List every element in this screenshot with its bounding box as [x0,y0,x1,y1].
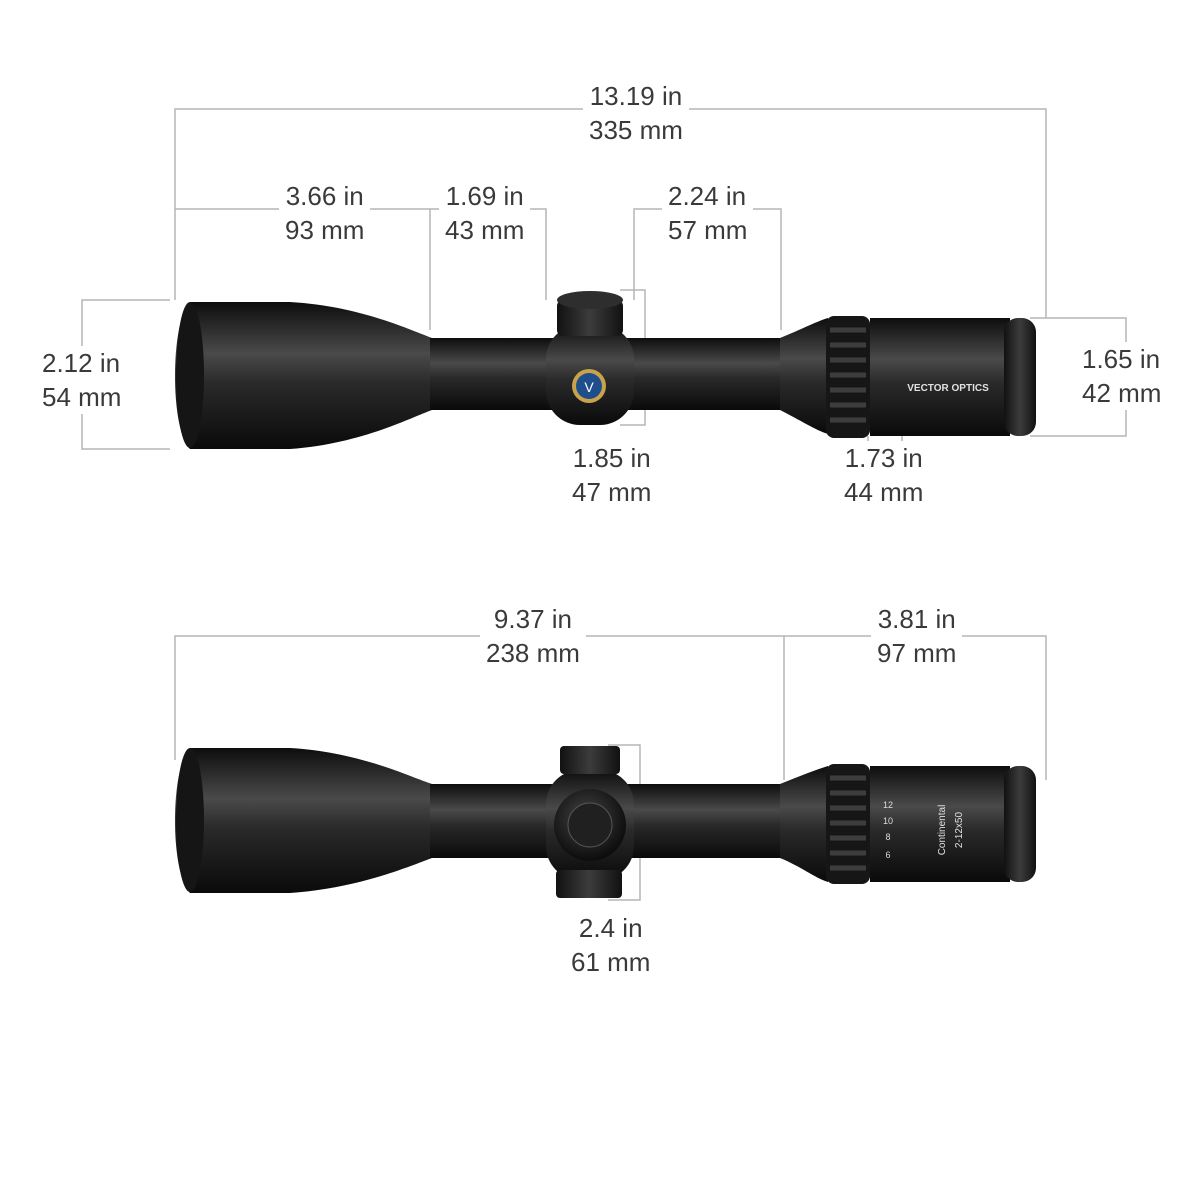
power-scale-label: 8 [885,832,890,842]
rear-tube-length-imperial: 2.24 in [668,181,747,211]
power-scale-label: 10 [883,816,893,826]
overall-length-imperial: 13.19 in [589,81,683,111]
power-ring-width-imperial: 1.73 in [844,443,923,473]
windage-knob-side[interactable] [556,870,622,898]
front-tube-length-metric: 43 mm [445,215,525,245]
brand-badge-letter: V [584,379,594,395]
power-ring-grips-side [830,775,866,871]
objective-bell [175,302,432,449]
power-ring-width-label: 1.73 in 44 mm [838,441,930,509]
eyepiece-housing-side [870,766,1010,882]
body-length-metric: 238 mm [486,638,580,668]
power-scale-side: 6 8 10 12 [883,800,893,860]
elevation-knob[interactable] [557,300,623,336]
main-tube-front [430,338,560,410]
eyepiece-rubber-cup-side [1004,766,1036,882]
body-length-label: 9.37 in 238 mm [480,602,586,670]
body-length-imperial: 9.37 in [493,604,572,634]
turret-width-label: 1.85 in 47 mm [566,441,658,509]
turret-height-label: 2.4 in 61 mm [565,911,657,979]
eyepiece-taper [780,318,828,434]
objective-bell-length-metric: 93 mm [285,215,365,245]
objective-diameter-imperial: 2.12 in [42,348,121,378]
scope-top-view: V 3 4 5 6 8 VECTOR OPTICS [81,108,1127,450]
objective-bell-length-imperial: 3.66 in [285,181,364,211]
side-focus-knob-inner [567,802,613,848]
model-name: Continental [937,805,948,856]
eyepiece-length-label: 3.81 in 97 mm [871,602,963,670]
eyepiece-diameter-label: 1.65 in 42 mm [1076,342,1168,410]
eyepiece-housing [870,318,1010,436]
front-tube-length-imperial: 1.69 in [445,181,524,211]
power-ring-grips [830,327,866,423]
objective-diameter-metric: 54 mm [42,382,122,412]
rear-tube-length-metric: 57 mm [668,215,748,245]
overall-length-label: 13.19 in 335 mm [583,79,689,147]
model-spec: 2-12x50 [954,811,965,848]
brand-badge-inner [576,373,602,399]
overall-length-metric: 335 mm [589,115,683,145]
turret-height-metric: 61 mm [571,947,651,977]
turret-width-imperial: 1.85 in [572,443,651,473]
eyepiece-length-imperial: 3.81 in [877,604,956,634]
objective-bell-side [175,748,432,893]
objective-diameter-label: 2.12 in 54 mm [36,346,128,414]
brand-text: VECTOR OPTICS [907,383,989,394]
objective-lens-rim-side [176,748,204,892]
power-ring-width-metric: 44 mm [844,477,924,507]
scope-side-view: 6 8 10 12 Continental 2-12x50 [174,635,1047,901]
power-scale-label: 12 [883,800,893,810]
turret-height-imperial: 2.4 in [578,913,643,943]
eyepiece-rubber-cup [1004,318,1036,436]
objective-bell-length-label: 3.66 in 93 mm [279,179,371,247]
elevation-knob-side[interactable] [560,746,620,774]
objective-lens-rim [176,302,204,448]
eyepiece-length-metric: 97 mm [877,638,957,668]
eyepiece-diameter-imperial: 1.65 in [1082,344,1161,374]
turret-width-metric: 47 mm [572,477,652,507]
front-tube-length-label: 1.69 in 43 mm [439,179,531,247]
power-scale-label: 6 [885,850,890,860]
eyepiece-diameter-metric: 42 mm [1082,378,1162,408]
eyepiece-taper-side [780,766,828,882]
elevation-knob-top [557,291,623,309]
rear-tube-length-label: 2.24 in 57 mm [662,179,754,247]
main-tube-rear [620,338,785,410]
